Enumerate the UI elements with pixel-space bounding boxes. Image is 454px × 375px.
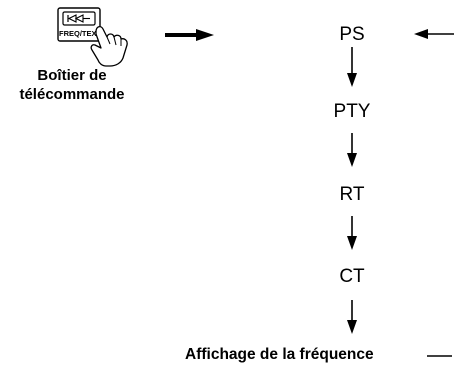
state-ps: PS <box>339 24 365 45</box>
state-pty: PTY <box>333 101 371 122</box>
skip-back-icon <box>67 14 90 23</box>
remote-caption-line1: Boîtier de <box>37 67 107 84</box>
flow-arrow-pty-to-rt <box>347 133 357 167</box>
remote-caption-line2: télécommande <box>19 86 125 103</box>
remote-button[interactable]: FREQ/TEXT <box>57 7 102 42</box>
button-label: FREQ/TEXT <box>59 29 102 38</box>
flow-arrow-rt-to-ct <box>347 216 357 250</box>
frequency-display-label: Affichage de la fréquence <box>185 346 374 363</box>
state-rt: RT <box>339 184 365 205</box>
remote-caption: Boîtier de télécommande <box>8 66 136 104</box>
flow-arrow-remote-to-ps <box>165 29 214 41</box>
flow-arrow-loop-to-ps <box>414 29 454 39</box>
flow-arrow-ct-to-frequency <box>347 300 357 334</box>
pointing-hand-icon <box>90 25 128 67</box>
state-ct: CT <box>339 266 365 287</box>
flow-arrow-ps-to-pty <box>347 47 357 87</box>
